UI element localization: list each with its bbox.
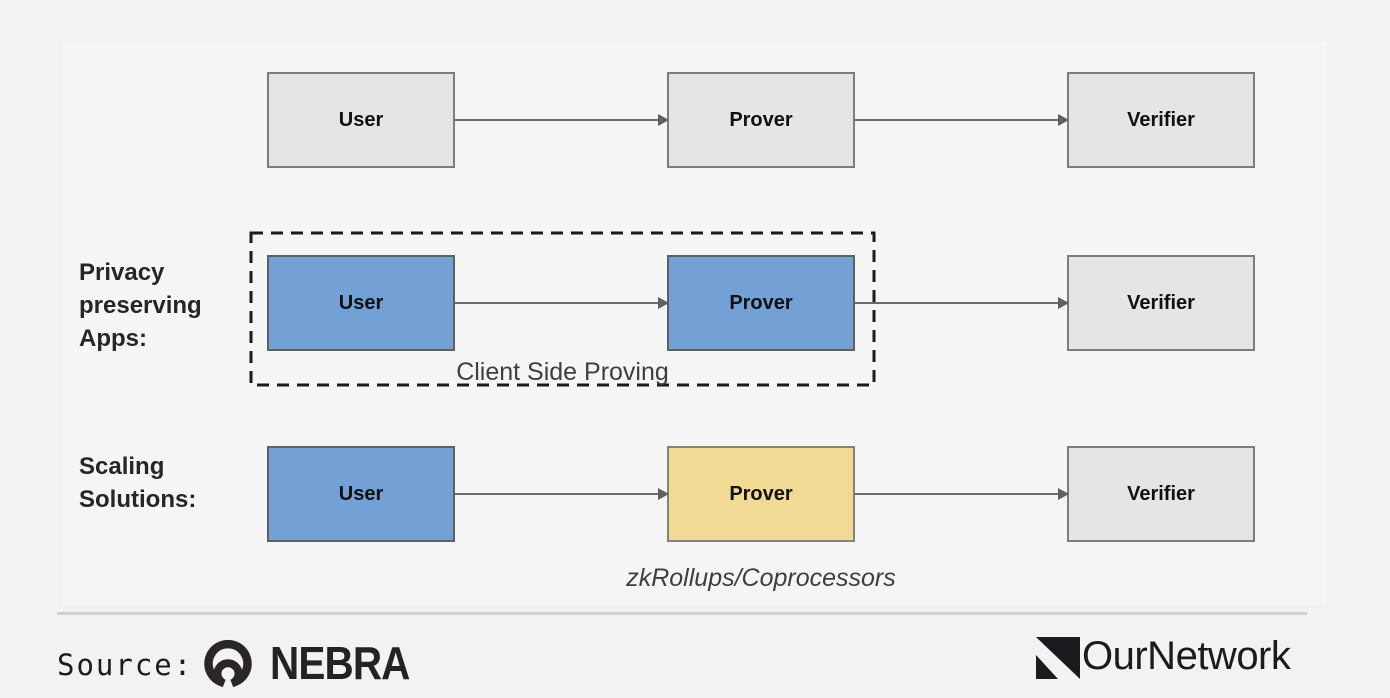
arrow-user-prover-row3 <box>455 488 669 500</box>
node-prover-row1: Prover <box>667 72 855 168</box>
row-label-line: Apps: <box>79 325 147 352</box>
zkrollups-coprocessors-label: zkRollups/Coprocessors <box>626 564 896 592</box>
nebra-wordmark: NEBRA <box>270 637 410 689</box>
row-label-line: preserving <box>79 292 202 319</box>
node-verifier-row3: Verifier <box>1067 446 1255 542</box>
ournetwork-wordmark: OurNetwork <box>1082 634 1291 678</box>
row-label-privacy-preserving-apps: Privacy preserving Apps: <box>79 256 202 355</box>
source-label: Source: <box>57 648 194 682</box>
row-label-line: Solutions: <box>79 486 197 513</box>
node-user-row1: User <box>267 72 455 168</box>
arrow-user-prover-row1 <box>455 114 669 126</box>
client-side-proving-dashed-box <box>249 231 876 387</box>
nebra-logo-icon <box>204 640 252 688</box>
footer-divider <box>57 612 1307 615</box>
client-side-proving-label: Client Side Proving <box>456 358 669 386</box>
node-user-row2: User <box>267 255 455 351</box>
arrow-user-prover-row2 <box>455 297 669 309</box>
row-label-scaling-solutions: Scaling Solutions: <box>79 450 196 516</box>
ournetwork-logo-icon <box>1036 637 1080 679</box>
node-verifier-row2: Verifier <box>1067 255 1255 351</box>
row-label-line: Privacy <box>79 259 165 286</box>
node-user-row3: User <box>267 446 455 542</box>
arrow-prover-verifier-row1 <box>855 114 1069 126</box>
node-prover-row2: Prover <box>667 255 855 351</box>
node-prover-row3: Prover <box>667 446 855 542</box>
arrow-prover-verifier-row2 <box>855 297 1069 309</box>
row-label-line: Scaling <box>79 453 165 480</box>
node-verifier-row1: Verifier <box>1067 72 1255 168</box>
arrow-prover-verifier-row3 <box>855 488 1069 500</box>
